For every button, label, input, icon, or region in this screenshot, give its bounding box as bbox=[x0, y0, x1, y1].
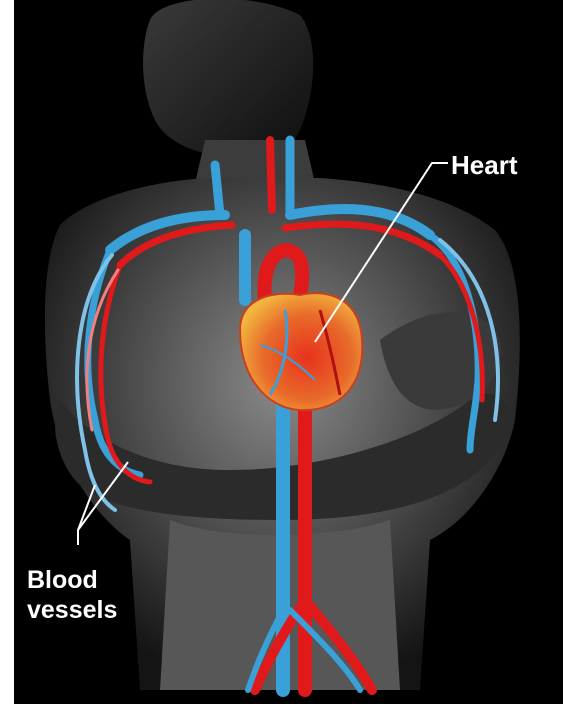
blood-vessels-label-line2: vessels bbox=[27, 595, 117, 625]
left-margin bbox=[0, 0, 14, 704]
heart-label: Heart bbox=[451, 150, 517, 180]
head bbox=[143, 0, 313, 160]
carotid-artery bbox=[270, 140, 272, 210]
blood-vessels-label: Blood vessels bbox=[27, 565, 117, 625]
blood-vessels-label-line1: Blood bbox=[27, 565, 117, 595]
left-jugular bbox=[215, 165, 220, 215]
